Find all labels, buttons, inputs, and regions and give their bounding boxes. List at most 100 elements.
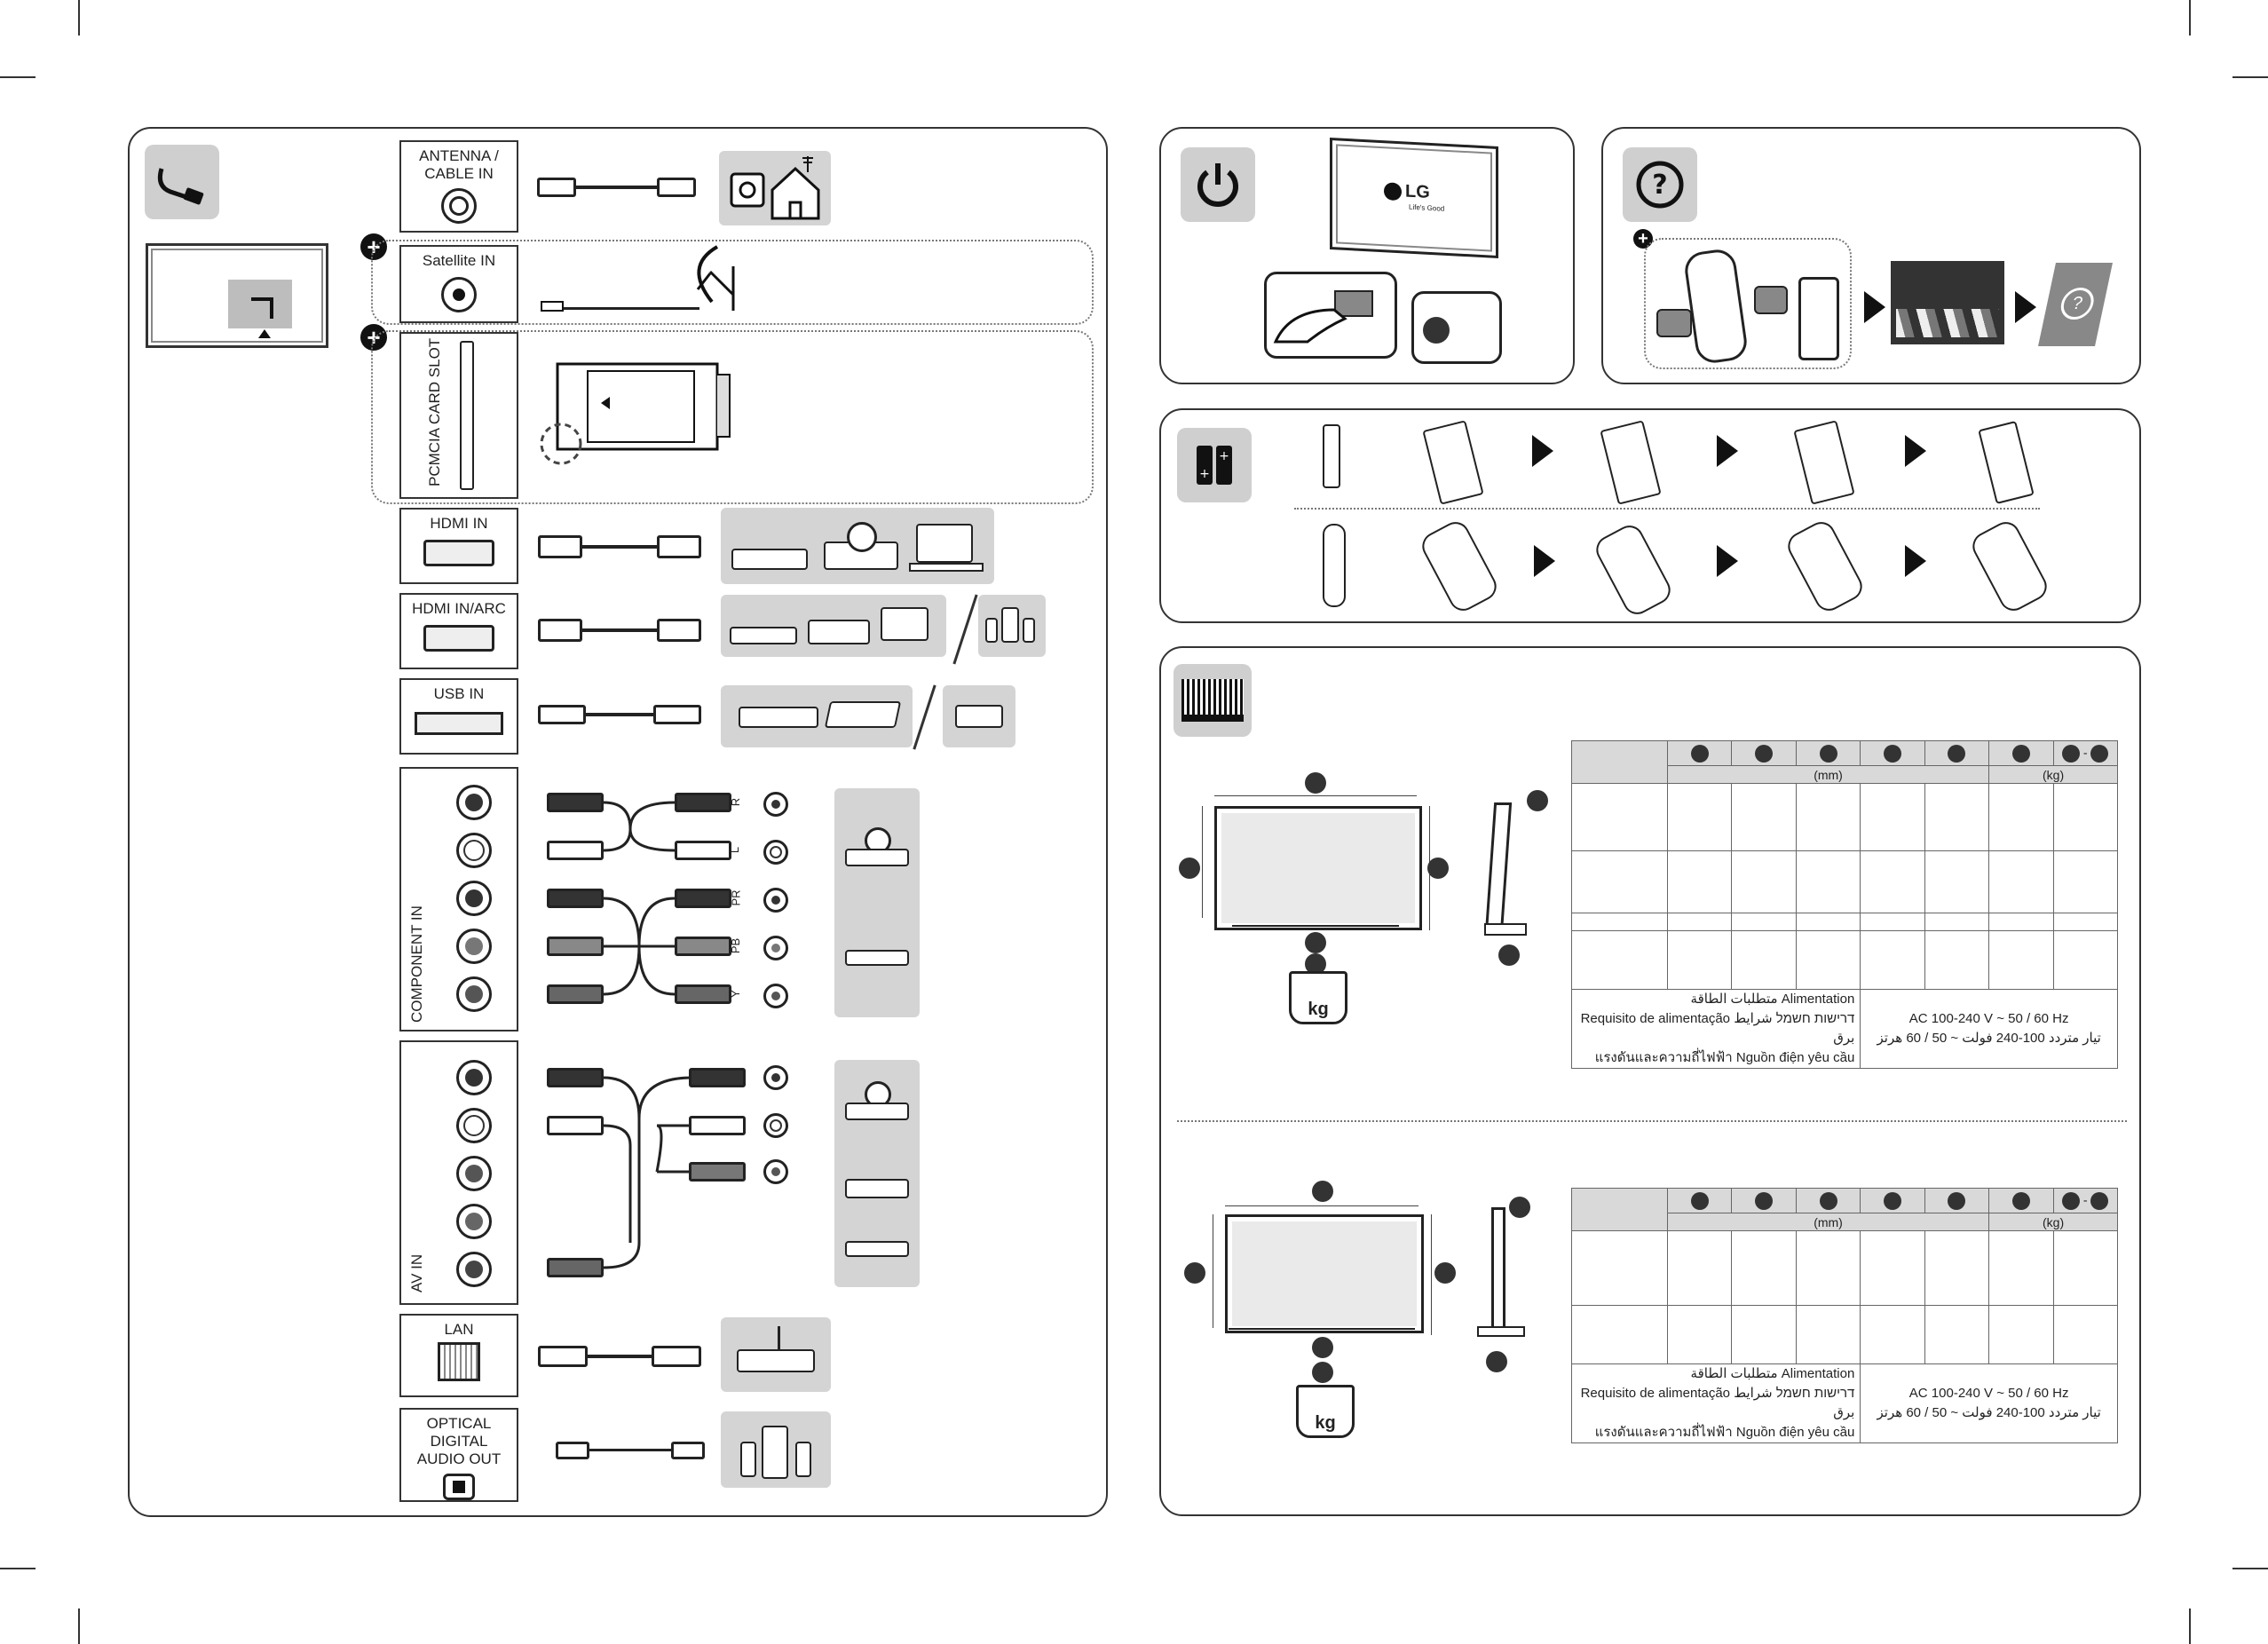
vcr-icon — [845, 1179, 909, 1198]
rca-plug-icon — [547, 1068, 604, 1087]
question-icon: ? — [1636, 161, 1684, 209]
laptop-icon — [916, 524, 973, 563]
optical-label: OPTICAL DIGITAL AUDIO OUT — [416, 1415, 502, 1467]
tv-menu-screen — [1891, 261, 2004, 344]
rca-port — [456, 1204, 492, 1239]
connector-icon — [537, 178, 576, 197]
rca-port-red — [456, 785, 492, 820]
step-arrow-icon — [1905, 545, 1926, 577]
crop-mark — [2232, 1568, 2268, 1569]
power-label-line: แรงดันและความถี่ไฟฟ้า Nguồn điện yêu cầu — [1594, 1425, 1855, 1440]
set-top-box-icon — [845, 950, 909, 966]
usb-hdd-icon — [739, 707, 818, 728]
svg-text:+: + — [1219, 449, 1229, 463]
tv-stand — [1229, 1328, 1415, 1335]
power-requirement-labels: متطلبات الطاقة Alimentation Requisito de… — [1570, 1363, 1861, 1443]
tv-side-stand — [1477, 1326, 1525, 1337]
rca-port-red — [456, 1060, 492, 1095]
cable-line — [575, 186, 657, 189]
house-antenna-icon — [730, 156, 820, 220]
rca-jack-icon — [763, 1159, 788, 1184]
battery-icon: + + — [1197, 446, 1232, 485]
rca-port-white — [456, 833, 492, 868]
component-label: COMPONENT IN — [408, 905, 425, 1023]
rca-plug-icon — [547, 1116, 604, 1135]
usb-port-icon — [415, 712, 503, 735]
rca-port-blue — [456, 929, 492, 964]
crop-mark — [78, 1608, 80, 1644]
dimension-badge — [1509, 1197, 1530, 1218]
weight-unit: kg — [1315, 1413, 1336, 1433]
dimension-badge — [1312, 1337, 1333, 1358]
rca-plug-icon — [547, 793, 604, 812]
av-cables — [604, 1076, 692, 1269]
rca-jack-icon — [763, 840, 788, 865]
hdmi-plug-icon — [657, 535, 701, 558]
spec-table-1: - (mm) (kg) متطلبات الطاقة Alimentation … — [1570, 740, 2119, 1069]
satellite-dish-icon — [541, 245, 735, 312]
section-divider — [1177, 1120, 2127, 1122]
usb-label: USB IN — [433, 685, 485, 702]
pcmcia-label: PCMCIA CARD SLOT — [426, 337, 443, 486]
svg-text:?: ? — [1652, 170, 1667, 201]
port-satellite: Satellite IN — [399, 245, 518, 323]
tv-rear-diagram — [146, 243, 328, 348]
unit-mm: (mm) — [1666, 765, 1990, 784]
power-label-line: Requisito de alimentação דרישות חשמל شرا… — [1580, 1011, 1855, 1046]
router-icon — [737, 1349, 815, 1372]
dimension-badge — [1305, 772, 1326, 794]
height-with-stand-line — [1431, 1214, 1432, 1335]
speaker-icon — [1023, 618, 1035, 643]
dvd-player-icon — [808, 620, 870, 644]
magic-remote-icon — [1323, 524, 1346, 607]
crop-mark — [0, 1568, 36, 1569]
tv-stand — [1232, 925, 1399, 932]
remote-control-icon — [1798, 277, 1839, 360]
rca-jack-icon — [763, 936, 788, 960]
dimension-badge — [1179, 858, 1200, 879]
power-requirement-values: AC 100-240 V ~ 50 / 60 Hz تيار متردد 100… — [1860, 989, 2118, 1069]
component-cables — [604, 801, 675, 996]
rca-jack-icon — [763, 1113, 788, 1138]
dimension-badge — [1305, 932, 1326, 953]
hdmi-plug-icon — [657, 619, 701, 642]
hdmi-plug-icon — [538, 619, 582, 642]
step-arrow-icon — [1717, 545, 1738, 577]
rca-plug-icon — [547, 984, 604, 1004]
power-button-closeup — [1264, 272, 1397, 359]
component-label-pr: PR — [729, 889, 743, 906]
rca-plug-icon — [547, 1258, 604, 1277]
power-requirement-labels: متطلبات الطاقة Alimentation Requisito de… — [1570, 989, 1861, 1069]
rca-plug-icon — [689, 1162, 746, 1182]
power-requirement-values: AC 100-240 V ~ 50 / 60 Hz تيار متردد 100… — [1860, 1363, 2118, 1443]
rca-jack-icon — [763, 792, 788, 817]
rca-plug-icon — [689, 1068, 746, 1087]
weight-scale-icon: kg — [1296, 1385, 1355, 1438]
rca-port-red — [456, 881, 492, 916]
antenna-label: ANTENNA / CABLE IN — [419, 147, 499, 182]
set-top-box-icon — [730, 627, 797, 644]
dimension-badge — [1498, 945, 1520, 966]
rca-jack-icon — [763, 1065, 788, 1090]
home-button-icon — [1754, 286, 1788, 314]
dimensions-tile — [1174, 664, 1252, 737]
set-top-box-icon — [731, 549, 808, 570]
connector-icon — [657, 178, 696, 197]
power-button-icon — [1423, 317, 1450, 344]
tv-front-dimension-drawing — [1225, 1214, 1424, 1333]
hdmi-label: HDMI IN — [430, 515, 488, 532]
port-optical: OPTICAL DIGITAL AUDIO OUT — [399, 1408, 518, 1502]
lan-port-icon — [438, 1342, 480, 1381]
height-dimension-line — [1202, 806, 1203, 918]
speaker-icon — [795, 1442, 811, 1477]
connection-tile — [145, 145, 219, 219]
tv-side-stand — [1484, 923, 1527, 936]
crop-mark — [2189, 0, 2191, 36]
power-label-line: Requisito de alimentação דרישות חשמל شرا… — [1580, 1386, 1855, 1420]
crop-mark — [78, 0, 80, 36]
step-arrow-icon — [1532, 435, 1553, 467]
router-antenna — [778, 1326, 780, 1349]
power-label-line: متطلبات الطاقة Alimentation — [1690, 992, 1855, 1007]
cable-line — [582, 628, 657, 632]
power-label-line: แรงดันและความถี่ไฟฟ้า Nguồn điện yêu cầu — [1594, 1050, 1855, 1065]
